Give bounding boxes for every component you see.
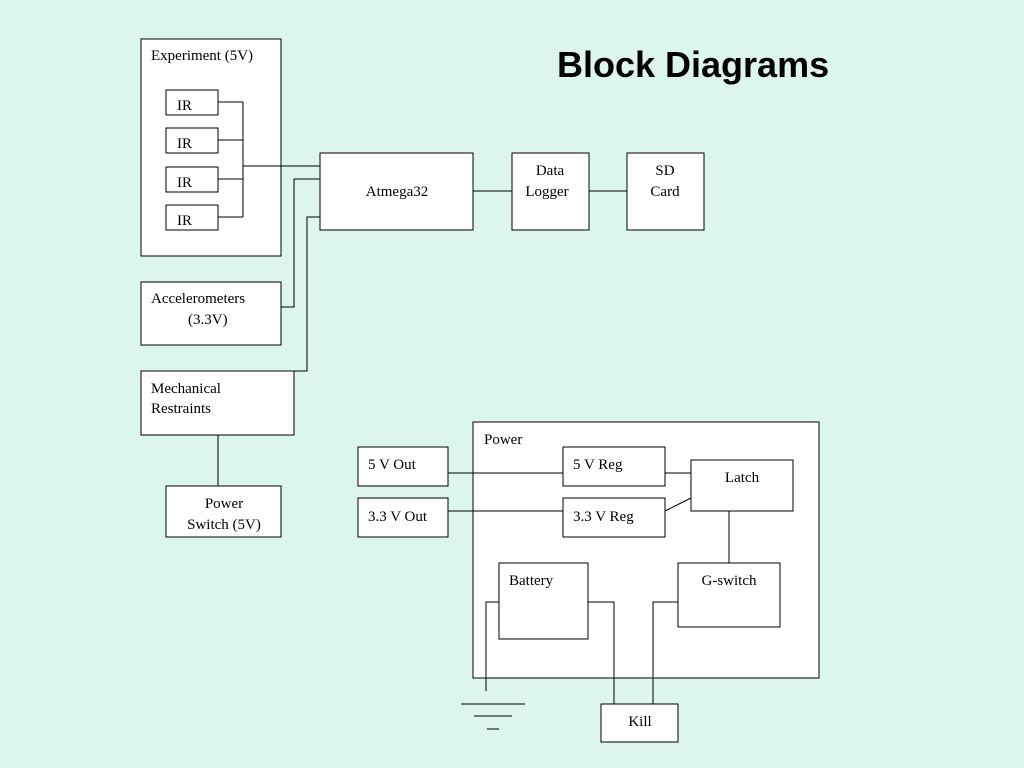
ir-sensor: IR [165, 166, 219, 193]
reg-5v-block: 5 V Reg [562, 446, 666, 487]
reg-3v3-block: 3.3 V Reg [562, 497, 666, 538]
ground-icon [461, 703, 525, 730]
kill-block: Kill [600, 703, 679, 743]
out-5v-label: 5 V Out [368, 457, 417, 473]
power-switch-label: Switch (5V) [187, 517, 261, 533]
battery-block: Battery [498, 562, 589, 640]
atmega-block: Atmega32 [319, 152, 474, 231]
out-3v3-label: 3.3 V Out [368, 509, 428, 525]
mechanical-restraints-label: Mechanical [151, 381, 221, 397]
ir-sensor-label: IR [177, 213, 192, 229]
atmega-label: Atmega32 [366, 184, 428, 200]
battery-label: Battery [509, 573, 554, 589]
page-title: Block Diagrams [557, 44, 829, 85]
power-switch-label: Power [205, 496, 243, 512]
sd-card-block: SD Card [626, 152, 705, 231]
power-switch-block: Power Switch (5V) [165, 485, 282, 538]
reg-5v-label: 5 V Reg [573, 457, 623, 473]
mechanical-restraints-wire [294, 216, 320, 372]
mechanical-restraints-block: Mechanical Restraints [140, 370, 295, 436]
out-3v3-block: 3.3 V Out [357, 497, 449, 538]
sd-card-label: Card [650, 184, 680, 200]
out-5v-block: 5 V Out [357, 446, 449, 487]
latch-block: Latch [690, 459, 794, 512]
experiment-label: Experiment (5V) [151, 48, 253, 64]
ir-sensor: IR [165, 204, 219, 231]
kill-label: Kill [628, 714, 651, 730]
power-wires [448, 472, 730, 704]
ir-sensor: IR [165, 89, 219, 116]
ir-sensor-label: IR [177, 175, 192, 191]
mechanical-restraints-label: Restraints [151, 401, 211, 417]
ir-sensor-label: IR [177, 136, 192, 152]
data-logger-label: Logger [525, 184, 568, 200]
g-switch-label: G-switch [702, 573, 757, 589]
ir-bus-wires [218, 101, 320, 218]
accelerometers-label: (3.3V) [188, 312, 228, 328]
ir-sensor-label: IR [177, 98, 192, 114]
accelerometers-label: Accelerometers [151, 291, 245, 307]
power-label: Power [484, 432, 522, 448]
accelerometers-block: Accelerometers (3.3V) [140, 281, 282, 346]
ir-sensor: IR [165, 127, 219, 154]
latch-label: Latch [725, 470, 760, 486]
power-block: Power 5 V Reg 3.3 V Reg Latch Battery G-… [472, 421, 820, 679]
data-logger-label: Data [536, 163, 565, 179]
reg-3v3-label: 3.3 V Reg [573, 509, 634, 525]
experiment-block: Experiment (5V) IR IR IR IR [140, 38, 282, 257]
sd-card-label: SD [655, 163, 674, 179]
data-logger-block: Data Logger [511, 152, 590, 231]
accelerometers-wire [281, 178, 320, 308]
g-switch-block: G-switch [677, 562, 781, 628]
